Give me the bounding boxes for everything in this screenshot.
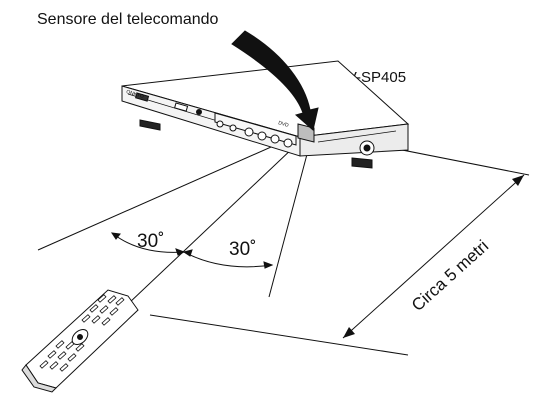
- beam-right-edge: [268, 127, 315, 298]
- beam-left-edge: [37, 127, 315, 251]
- angle-label-right: 30˚: [229, 239, 256, 260]
- front-dot: [196, 109, 202, 115]
- beam-lines: [37, 127, 530, 323]
- distance-dimension-line: [342, 174, 525, 339]
- button-1: [244, 127, 254, 137]
- distance-guides: [149, 174, 525, 356]
- button-4: [283, 138, 293, 148]
- button-6: [229, 124, 237, 132]
- remote-control: [21, 289, 139, 393]
- power-button: [135, 92, 150, 102]
- display-window: [174, 102, 189, 112]
- sensor-title: Sensore del telecomando: [37, 11, 219, 28]
- distance-guide-lower: [149, 314, 409, 356]
- dvd-player: [121, 60, 410, 169]
- player-right-side: [299, 123, 409, 157]
- player-foot-left: [139, 119, 161, 131]
- angle-arcs: [110, 232, 274, 269]
- brand-logo: ONKYO: [125, 89, 144, 100]
- beam-center-axis: [108, 127, 315, 323]
- button-5: [216, 120, 224, 128]
- remote-side: [21, 364, 57, 393]
- remote-keys: [39, 294, 125, 372]
- distance-arrowhead-top: [512, 175, 524, 186]
- player-foot-right: [351, 157, 373, 169]
- sensor-pointer-arrow: [231, 30, 319, 131]
- button-3: [270, 134, 280, 144]
- distance-arrowhead-bottom: [343, 327, 355, 338]
- distance-label: Circa 5 metri: [408, 236, 492, 315]
- angle-label-left: 30˚: [137, 231, 164, 252]
- angle-arc-right: [183, 251, 273, 268]
- button-2: [257, 131, 267, 141]
- disc-logo: DVD: [277, 120, 289, 129]
